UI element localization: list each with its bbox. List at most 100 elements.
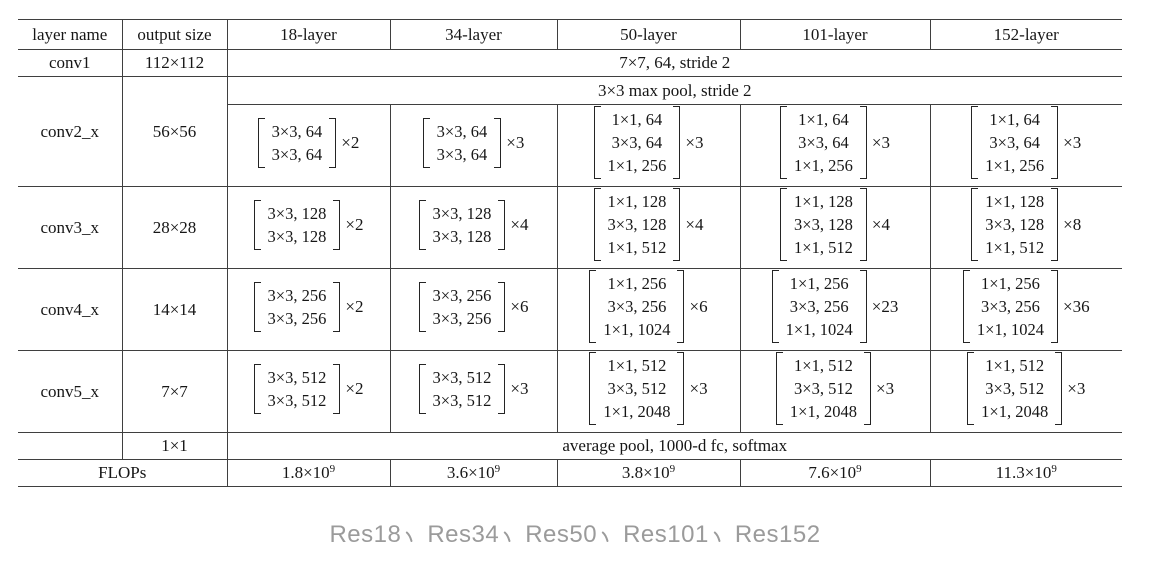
bracket-right-icon (498, 199, 506, 250)
output-size-cell-conv5_x: 7×7 (121, 350, 228, 433)
bracket-right-icon (1055, 352, 1063, 425)
caption-model-name: Res50 (525, 521, 598, 548)
matrix-line: 1×1, 256 (981, 274, 1040, 293)
flops-value-cell-152-layer: 11.3×109 (929, 459, 1122, 487)
matrix-line: 3×3, 64 (989, 133, 1040, 152)
matrix-line: 1×1, 256 (794, 156, 853, 175)
bracket-right-icon (1050, 270, 1058, 343)
matrix-line: 1×1, 512 (794, 356, 853, 375)
matrix-line: 3×3, 256 (432, 285, 492, 305)
bracket-right-icon (333, 363, 341, 414)
matrix-line: 3×3, 256 (267, 308, 327, 328)
repeat-multiplier: ×2 (345, 378, 364, 398)
bracket-left-icon (253, 281, 261, 332)
output-size-cell-conv2_x: 56×56 (121, 76, 228, 187)
caption-model-name: Res101 (623, 521, 709, 548)
bracket-left-icon (422, 117, 430, 168)
flops-base: 7.6×10 (808, 463, 857, 482)
output-size-cell-conv3_x: 28×28 (121, 186, 228, 269)
matrix-line: 1×1, 256 (607, 156, 667, 175)
matrix-line: 1×1, 512 (985, 238, 1045, 257)
repeat-multiplier: ×3 (871, 132, 890, 152)
col-header-50-layer: 50-layer (556, 19, 741, 50)
matrix-line: 3×3, 256 (432, 308, 492, 328)
conv1-spec-cell: 7×7, 64, stride 2 (226, 49, 1122, 77)
layer-name-cell-conv4_x: conv4_x (18, 268, 123, 351)
matrix-line: 3×3, 512 (607, 379, 667, 398)
maxpool-spec-cell: 3×3 max pool, stride 2 (226, 76, 1122, 105)
maxpool-row: conv2_x 56×56 3×3 max pool, stride 2 (18, 76, 1122, 187)
matrix-line: 3×3, 64 (271, 144, 323, 164)
bracket-left-icon (780, 106, 788, 179)
matrix-line: 3×3, 512 (267, 367, 327, 387)
matrix-line: 3×3, 256 (267, 285, 327, 305)
flops-exponent: 9 (1051, 463, 1057, 475)
bracket-right-icon (333, 199, 341, 250)
repeat-multiplier: ×4 (871, 214, 890, 234)
repeat-multiplier: ×2 (341, 132, 360, 152)
bracket-left-icon (418, 199, 426, 250)
bracket-right-icon (494, 117, 502, 168)
bracket-left-icon (780, 188, 788, 261)
matrix-rows: 3×3, 256 3×3, 256 (261, 283, 334, 331)
bracket-right-icon (1051, 106, 1059, 179)
repeat-multiplier: ×4 (510, 214, 529, 234)
bracket-right-icon (859, 270, 867, 343)
repeat-multiplier: ×4 (685, 214, 704, 234)
matrix-line: 1×1, 512 (985, 356, 1045, 375)
matrix-line: 1×1, 1024 (785, 320, 853, 339)
matrix-line: 3×3, 512 (267, 390, 327, 410)
bracket-left-icon (771, 270, 779, 343)
matrix-line: 3×3, 64 (798, 133, 849, 152)
matrix-line: 3×3, 256 (607, 297, 667, 316)
layer-name-cell-conv5_x: conv5_x (18, 350, 123, 433)
matrix-line: 1×1, 64 (989, 110, 1040, 129)
matrix-line: 1×1, 64 (611, 110, 663, 129)
flops-value-cell-34-layer: 3.6×109 (389, 459, 558, 487)
matrix-line: 1×1, 2048 (603, 402, 671, 421)
repeat-multiplier: ×36 (1062, 296, 1090, 316)
matrix-line: 3×3, 512 (432, 390, 492, 410)
bracket-left-icon (971, 188, 979, 261)
matrix-line: 1×1, 256 (789, 274, 849, 293)
header-row: layer name output size 18-layer 34-layer… (18, 19, 1122, 50)
flops-exponent: 9 (669, 463, 676, 475)
matrix-line: 1×1, 128 (607, 192, 667, 211)
layer-name-cell-conv2_x: conv2_x (18, 76, 123, 187)
flops-value-cell-18-layer: 1.8×109 (226, 459, 391, 487)
bracket-right-icon (333, 281, 341, 332)
bracket-right-icon (498, 281, 506, 332)
repeat-multiplier: ×6 (689, 296, 708, 316)
repeat-multiplier: ×3 (1067, 378, 1086, 398)
ideographic-comma-icon (504, 531, 511, 543)
bracket-left-icon (253, 363, 261, 414)
repeat-multiplier: ×3 (685, 132, 704, 152)
bracket-left-icon (971, 106, 979, 179)
flops-label-cell: FLOPs (18, 459, 228, 487)
bracket-left-icon (418, 281, 426, 332)
